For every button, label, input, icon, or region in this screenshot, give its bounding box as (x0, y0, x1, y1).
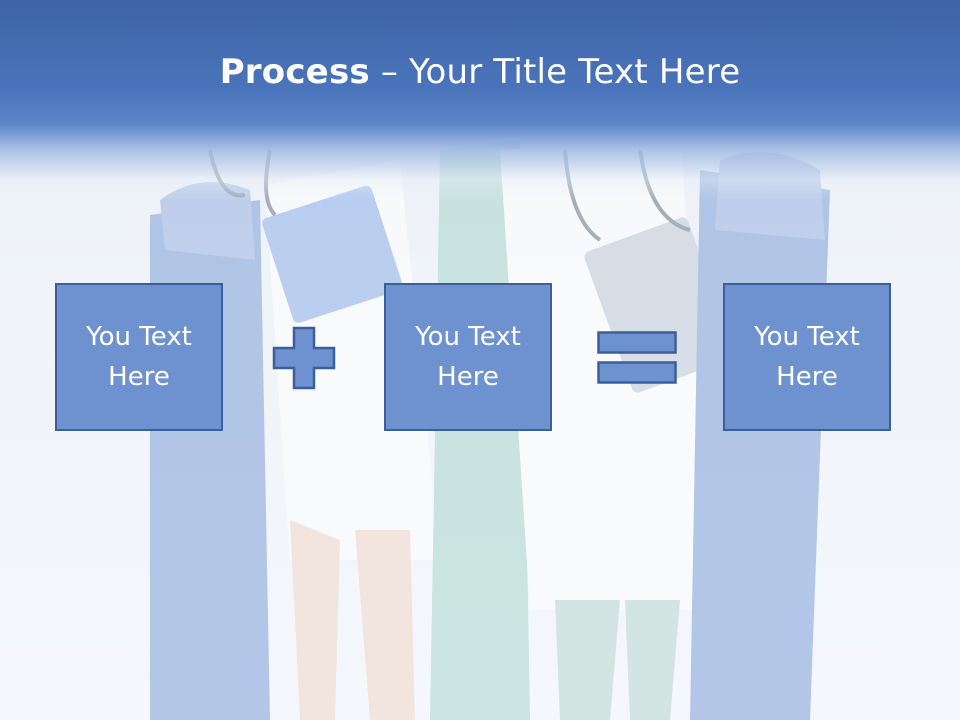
title-header-band (0, 0, 960, 200)
title-rest-part: – Your Title Text Here (369, 52, 741, 92)
process-box-1[interactable]: You Text Here (55, 283, 223, 431)
process-box-1-text: You Text Here (86, 322, 192, 392)
title-bold-part: Process (219, 52, 370, 92)
slide-title[interactable]: Process – Your Title Text Here (0, 52, 960, 92)
process-box-2[interactable]: You Text Here (384, 283, 552, 431)
process-box-2-text: You Text Here (415, 322, 521, 392)
process-box-3-text: You Text Here (754, 322, 860, 392)
equals-icon[interactable] (597, 331, 677, 384)
process-box-3[interactable]: You Text Here (723, 283, 891, 431)
plus-icon[interactable] (272, 326, 336, 390)
